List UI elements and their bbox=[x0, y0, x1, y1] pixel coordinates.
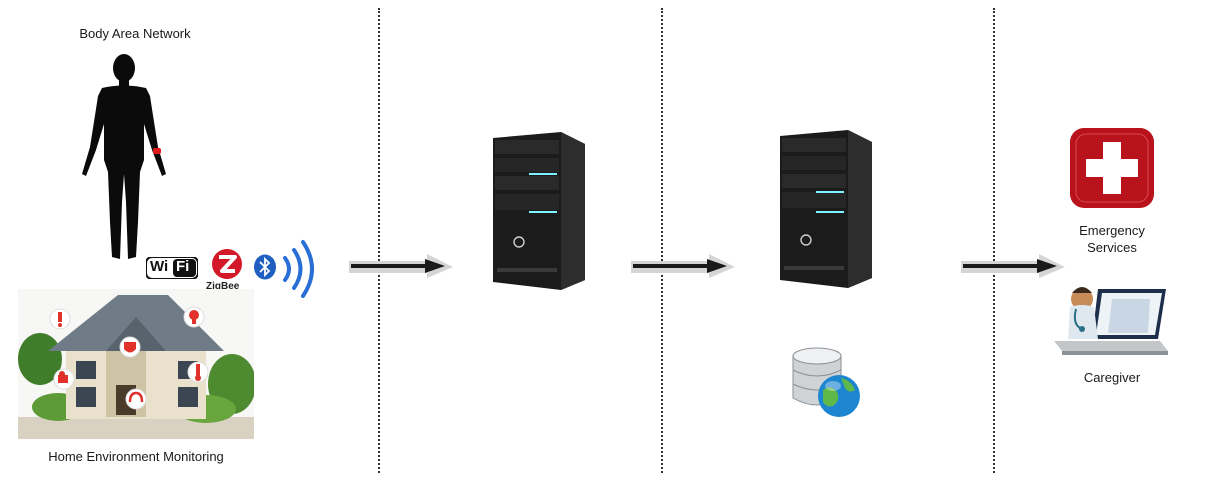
caregiver-label: Caregiver bbox=[1083, 370, 1141, 385]
database-globe-icon bbox=[789, 346, 865, 422]
wifi-fi-text: Fi bbox=[176, 258, 190, 275]
arrow-right-icon bbox=[347, 253, 455, 279]
server-icon bbox=[489, 130, 589, 292]
home-environment-monitoring-label: Home Environment Monitoring bbox=[48, 449, 224, 464]
zigbee-logo-icon bbox=[211, 248, 243, 280]
emergency-services-label-line2: Services bbox=[1087, 240, 1137, 255]
server-icon bbox=[776, 128, 876, 290]
body-area-network-label: Body Area Network bbox=[79, 26, 191, 41]
wifi-logo-icon bbox=[146, 257, 198, 279]
zigbee-label: ZigBee bbox=[206, 281, 240, 292]
emergency-services-label-line1: Emergency bbox=[1079, 223, 1145, 238]
wifi-wi-text: Wi bbox=[150, 258, 169, 275]
column-divider-2 bbox=[661, 8, 663, 473]
arrow-right-icon bbox=[629, 253, 737, 279]
column-divider-3 bbox=[993, 8, 995, 473]
column-divider-1 bbox=[378, 8, 380, 473]
red-cross-icon bbox=[1070, 128, 1154, 208]
laptop-doctor-icon bbox=[1052, 277, 1172, 359]
smart-house-icon bbox=[18, 289, 254, 439]
bluetooth-icon bbox=[253, 254, 277, 280]
arrow-right-icon bbox=[959, 253, 1067, 279]
human-silhouette-icon bbox=[74, 52, 174, 264]
wireless-waves-icon bbox=[279, 238, 319, 300]
